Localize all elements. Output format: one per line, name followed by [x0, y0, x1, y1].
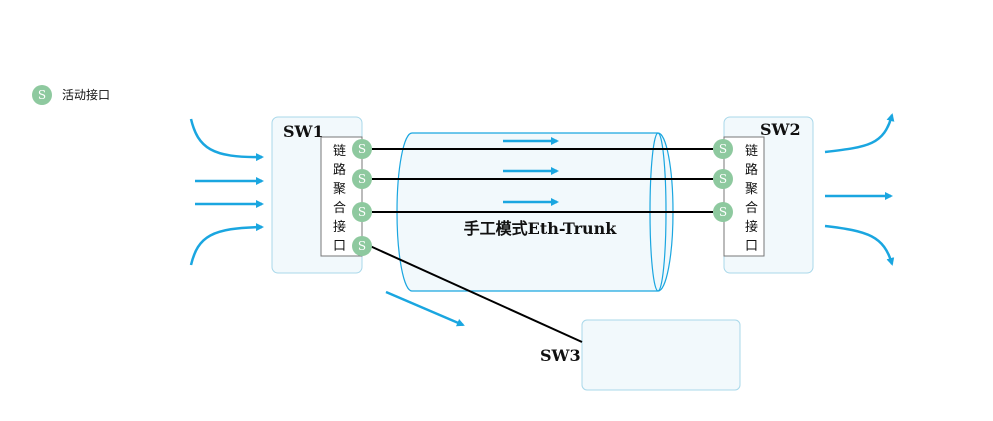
sw1-agg-label-char: 聚	[333, 182, 346, 197]
sw2-agg-label-char: 路	[745, 162, 758, 178]
sw1-label: SW1	[283, 122, 324, 141]
legend: S 活动接口	[32, 85, 110, 105]
sw2-agg-interface-box	[723, 136, 765, 257]
sw3-traffic-arrow	[385, 290, 465, 327]
incoming-arrow-1	[189, 118, 264, 162]
sw2-agg-interface-label: 链路聚合接口	[745, 144, 758, 254]
sw1-port-1	[352, 139, 372, 159]
legend-port-letter: S	[38, 88, 46, 102]
outgoing-arrow-3	[824, 224, 895, 266]
sw2-agg-label-char: 链	[745, 144, 758, 159]
sw2-port-1-letter: S	[719, 142, 727, 156]
sw1-port-4-letter: S	[358, 239, 366, 253]
sw1-agg-label-char: 合	[333, 201, 346, 216]
sw1-port-2	[352, 169, 372, 189]
sw1-port-3-letter: S	[358, 205, 366, 219]
sw2-switch: SW2 链路聚合接口	[723, 116, 814, 274]
sw1-port-2-letter: S	[358, 172, 366, 186]
sw1-port-1-letter: S	[358, 142, 366, 156]
sw2-agg-label-char: 接	[745, 219, 758, 235]
sw3-box	[581, 319, 741, 391]
trunk-traffic-arrows	[503, 137, 559, 206]
outgoing-arrow-1	[824, 113, 895, 154]
sw2-label: SW2	[760, 120, 801, 139]
eth-trunk-label: 手工模式Eth-Trunk	[464, 219, 618, 238]
sw2-port-2-letter: S	[719, 172, 727, 186]
sw1-sw3-link	[369, 245, 583, 343]
sw2-port-1	[713, 139, 733, 159]
sw2-port-3	[713, 202, 733, 222]
sw2-port-2	[713, 169, 733, 189]
sw2-agg-label-char: 口	[745, 239, 758, 254]
sw3-switch: SW3	[540, 319, 741, 391]
sw1-agg-interface-box	[320, 136, 363, 257]
outgoing-traffic-arrows	[824, 113, 895, 266]
sw2-ports: S S S	[713, 139, 733, 222]
sw2-agg-label-char: 合	[745, 201, 758, 216]
sw2-agg-label-char: 聚	[745, 182, 758, 197]
sw1-ports: S S S S	[352, 139, 372, 256]
incoming-traffic-arrows	[189, 118, 264, 266]
trunk-member-links	[372, 148, 713, 213]
sw1-agg-label-char: 链	[333, 144, 346, 159]
legend-port-icon	[32, 85, 52, 105]
legend-label: 活动接口	[62, 87, 110, 102]
sw1-agg-interface-label: 链路聚合接口	[333, 144, 346, 254]
sw1-agg-label-char: 接	[333, 219, 346, 235]
sw1-port-4	[352, 236, 372, 256]
incoming-arrow-4	[189, 223, 264, 266]
sw1-agg-label-char: 路	[333, 162, 346, 178]
sw3-label: SW3	[540, 346, 581, 365]
sw1-switch: SW1 链路聚合接口	[271, 116, 363, 274]
sw1-port-3	[352, 202, 372, 222]
sw2-port-3-letter: S	[719, 205, 727, 219]
sw1-agg-label-char: 口	[333, 239, 346, 254]
